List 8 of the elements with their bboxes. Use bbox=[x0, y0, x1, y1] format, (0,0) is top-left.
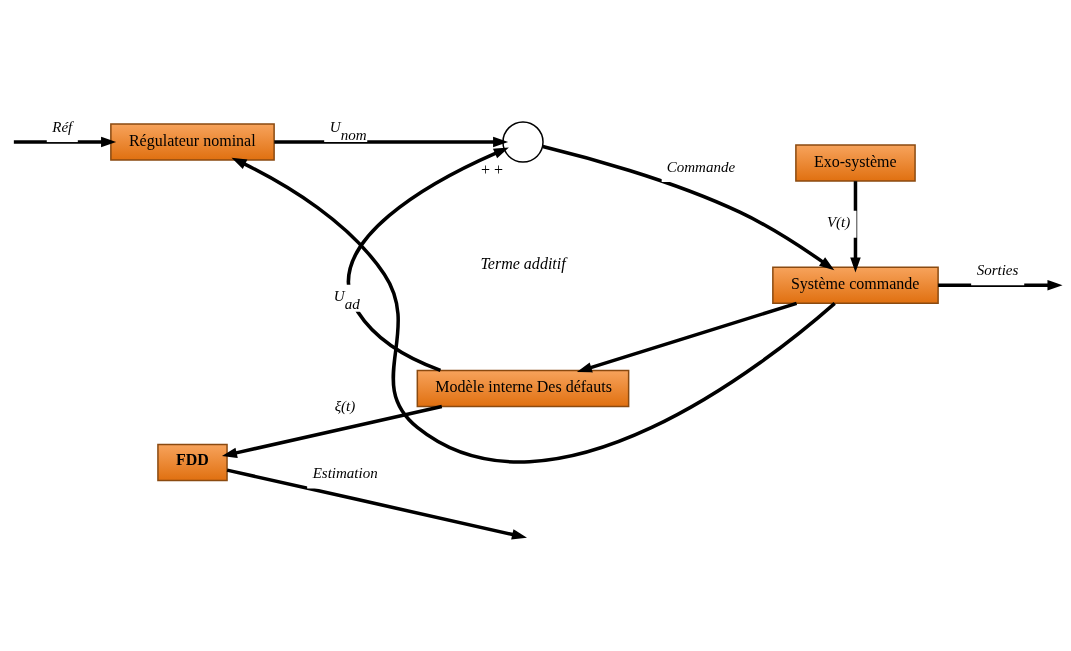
edge-label: ξ(t) bbox=[334, 397, 356, 414]
edge-label: Réf bbox=[52, 118, 73, 135]
label: Terme additif bbox=[480, 254, 566, 272]
edge-label: Estimation bbox=[312, 464, 378, 481]
edge-label: Sorties bbox=[976, 261, 1019, 278]
edge-label: V(t) bbox=[826, 213, 851, 230]
node-label: + + bbox=[480, 160, 503, 178]
edge-label: Commande bbox=[666, 158, 736, 175]
